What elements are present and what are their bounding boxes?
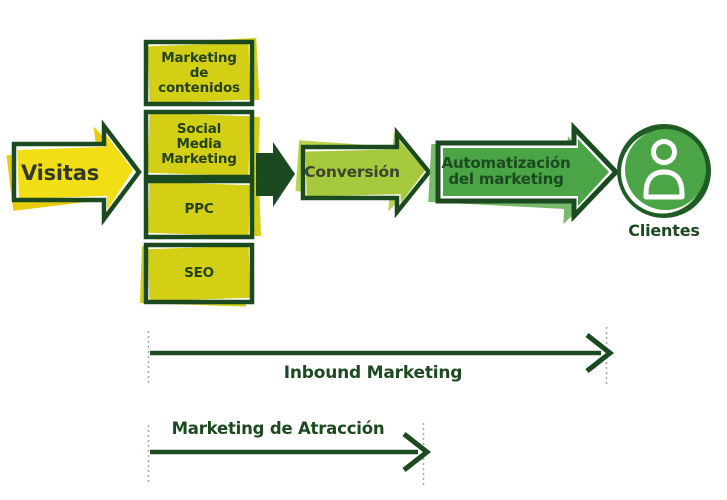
conversion-arrow	[295, 126, 432, 219]
channel-box-ppc	[143, 178, 261, 240]
channel-box-seo	[139, 242, 255, 307]
visitas-arrow	[6, 119, 142, 226]
atraccion-span-arrow	[147, 423, 432, 485]
inbound-arrowhead	[585, 333, 615, 373]
channel-box-social	[143, 109, 260, 183]
atraccion-arrowhead	[402, 432, 432, 472]
connector-arrow	[256, 142, 295, 207]
automation-arrow	[428, 121, 620, 224]
clientes-badge	[617, 124, 711, 218]
person-icon	[643, 139, 685, 200]
inbound-span-arrow	[147, 327, 615, 386]
channel-box-contenidos	[143, 37, 260, 107]
